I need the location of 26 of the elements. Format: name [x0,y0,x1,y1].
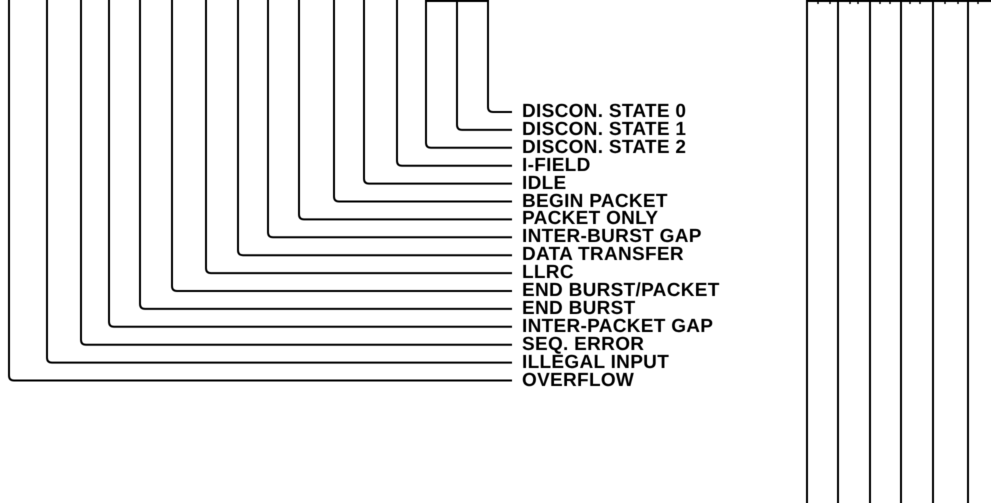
field-label: PACKET ONLY [522,210,658,228]
leader-line [456,0,512,131]
field-label: END BURST [522,300,636,318]
field-label: SEQ. ERROR [522,336,644,354]
leader-line [298,0,512,220]
field-label: INTER-BURST GAP [522,228,702,246]
leader-line [237,0,512,256]
field-label: END BURST/PACKET [522,282,720,300]
leader-line [363,0,512,185]
field-label: DISCON. STATE 2 [522,138,686,157]
leader-line [396,0,512,167]
leader-line [267,0,512,238]
leader-line [487,0,512,113]
leader-line [333,0,512,202]
field-label: DISCON. STATE 1 [522,120,686,139]
field-label: DISCON. STATE 0 [522,103,686,121]
field-label: BEGIN PACKET [522,192,668,210]
field-label: DATA TRANSFER [522,246,684,264]
leader-line [425,0,512,149]
leader-line [205,0,512,274]
field-label: I-FIELD [522,156,591,175]
field-label: INTER-PACKET GAP [522,318,714,336]
field-label: IDLE [522,174,566,193]
field-label: OVERFLOW [522,372,634,390]
field-label: ILLEGAL INPUT [522,354,670,372]
field-label: LLRC [522,264,574,282]
